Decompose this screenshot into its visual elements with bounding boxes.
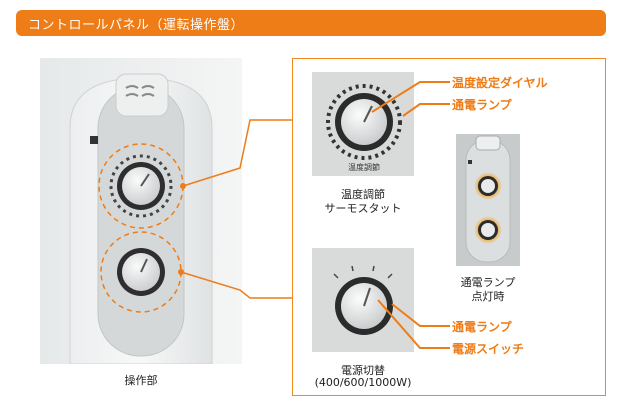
thermostat-caption-1: 温度調節 [341, 188, 385, 201]
detail-frame [292, 58, 606, 396]
thermostat-caption-2: サーモスタット [324, 202, 402, 215]
lit-caption-1: 通電ランプ [460, 276, 516, 289]
left-photo-caption: 操作部 [124, 374, 158, 387]
thermostat-lamp-label: 通電ランプ [452, 98, 512, 112]
page-title: コントロールパネル（運転操作盤） [28, 17, 245, 33]
thermostat-dial-label: 温度設定ダイヤル [452, 76, 548, 90]
power-caption-1: 電源切替 [341, 364, 385, 377]
lamp-lit-photo [456, 134, 520, 266]
power-caption-2: (400/600/1000W) [314, 376, 412, 389]
power-lamp-label: 通電ランプ [452, 320, 512, 334]
heater-control-photo [40, 58, 242, 364]
lit-caption-2: 点灯時 [471, 290, 505, 303]
thermostat-dial-photo: 温度調節 [312, 72, 414, 176]
power-switch-label: 電源スイッチ [452, 342, 525, 356]
header-bar: コントロールパネル（運転操作盤） [16, 10, 606, 36]
power-switch-photo [312, 248, 414, 352]
svg-text:温度調節: 温度調節 [348, 162, 380, 172]
